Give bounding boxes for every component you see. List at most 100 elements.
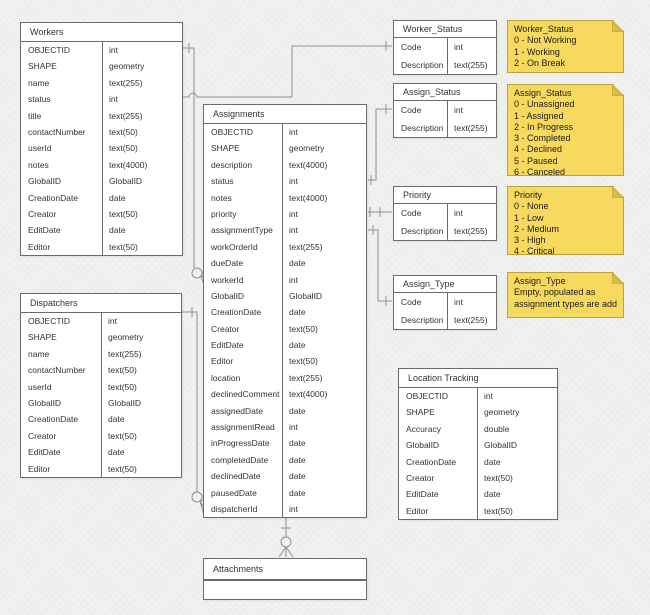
field-type: date xyxy=(109,225,126,236)
field-name: dueDate xyxy=(204,255,283,272)
field-name: Creator xyxy=(399,469,478,487)
connector-workers-assignments[interactable] xyxy=(183,43,205,286)
field-row: pausedDate date xyxy=(204,484,366,501)
field-type: date xyxy=(289,340,306,351)
field-type: int xyxy=(289,127,298,137)
field-name: contactNumber xyxy=(21,123,103,141)
field-name: pausedDate xyxy=(204,484,283,501)
field-type: date xyxy=(108,414,125,425)
field-type: int xyxy=(454,297,463,307)
field-name: OBJECTID xyxy=(21,313,102,330)
field-type: text(50) xyxy=(108,365,137,376)
field-type: text(50) xyxy=(109,241,138,252)
note-line: 1 - Working xyxy=(514,46,560,57)
connector-workers-worker-status[interactable] xyxy=(183,41,392,98)
field-name: location xyxy=(204,369,283,387)
field-type: text(50) xyxy=(484,505,513,516)
field-name: GlobalID xyxy=(21,394,102,412)
field-type: date xyxy=(289,454,306,465)
field-type: text(50) xyxy=(484,472,513,483)
field-type: date xyxy=(109,192,126,203)
field-row: Editor text(50) xyxy=(21,238,182,256)
field-name: Editor xyxy=(399,502,478,520)
connector-assignments-attachments[interactable] xyxy=(278,517,294,558)
field-type: int xyxy=(289,176,298,187)
field-type: date xyxy=(289,258,306,269)
note-line: Empty, populated as xyxy=(514,287,596,298)
field-name: contactNumber xyxy=(21,362,102,379)
field-name: GlobalID xyxy=(399,437,478,454)
entity-title: Assign_Type xyxy=(394,276,496,293)
field-name: Code xyxy=(394,204,448,222)
field-row: Creator text(50) xyxy=(399,469,557,487)
field-type: text(50) xyxy=(108,381,137,392)
field-name: CreationDate xyxy=(21,411,102,428)
note-fold-icon xyxy=(612,21,623,32)
field-type: date xyxy=(289,438,306,449)
note-line: 4 - Declined xyxy=(514,144,563,155)
field-type: date xyxy=(108,447,125,458)
field-name: GlobalID xyxy=(21,173,103,190)
field-name: Code xyxy=(394,101,448,119)
connector-assignments-assign-type[interactable] xyxy=(368,225,392,306)
connector-assignments-priority[interactable] xyxy=(368,207,392,217)
field-name: SHAPE xyxy=(399,404,478,421)
entity-title: Location Tracking xyxy=(399,369,557,388)
note-line: 3 - High xyxy=(514,235,546,246)
note-line: 0 - Unassigned xyxy=(514,99,575,110)
field-type: date xyxy=(289,487,306,498)
field-name: userId xyxy=(21,378,102,395)
entity-attachments[interactable]: Attachments xyxy=(203,558,367,600)
note-fold-icon xyxy=(612,273,623,284)
field-name: OBJECTID xyxy=(21,42,103,59)
field-name: Editor xyxy=(21,460,102,477)
field-type: date xyxy=(289,405,306,416)
field-name: Code xyxy=(394,293,448,311)
field-name: name xyxy=(21,345,102,363)
field-name: OBJECTID xyxy=(204,124,283,141)
field-name: EditDate xyxy=(399,486,478,503)
connector-dispatchers-assignments[interactable] xyxy=(182,307,205,516)
field-type: text(4000) xyxy=(289,389,328,400)
connector-assignments-assign-status[interactable] xyxy=(368,104,392,185)
field-type: int xyxy=(289,274,298,285)
note-title: Priority xyxy=(514,190,543,200)
field-type: text(50) xyxy=(109,143,138,154)
field-name: Editor xyxy=(21,238,103,256)
note-title: Assign_Status xyxy=(514,88,572,98)
field-type: text(255) xyxy=(454,123,488,133)
